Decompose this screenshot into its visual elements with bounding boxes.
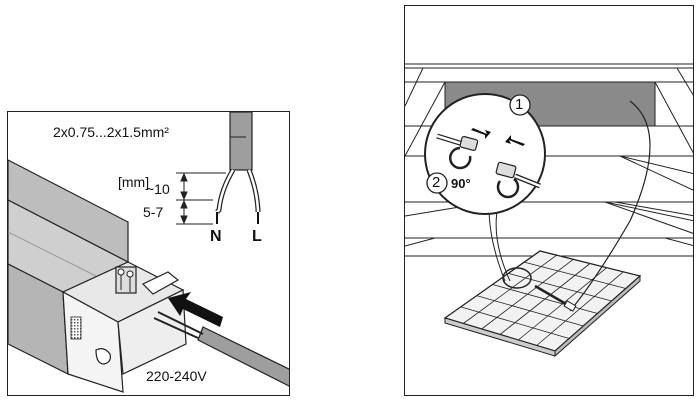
step1-label: 1 [515,96,524,113]
zoom-marker [502,267,532,289]
outer-strip-length: ~10 [146,181,170,197]
push-arrow-left-icon [505,135,525,146]
step2-label: 2 [432,174,441,191]
rotation-label: 90° [451,176,471,191]
dimension-lines [176,172,226,225]
voltage-label: 220-240V [146,368,207,384]
inner-strip-length: 5-7 [143,204,164,220]
wiring-illustration [8,112,289,393]
insert-arrow-icon [168,292,223,327]
wiring-panel: 2x0.75...2x1.5mm² [mm] ~10 5-7 N L 220-2… [7,111,290,396]
stripped-cable [215,112,261,224]
connector-detail [424,93,546,215]
terminal-block [61,261,187,393]
driver-housing [8,159,130,376]
install-panel: 1 2 90° [404,5,694,396]
neutral-label: N [210,228,222,245]
wire-gauge-label: 2x0.75...2x1.5mm² [53,124,169,140]
push-arrow-right-icon [471,128,491,139]
led-panel [443,250,642,358]
mains-cable [153,311,289,387]
unit-label: [mm] [118,174,150,190]
install-illustration [405,63,693,358]
live-label: L [252,228,262,245]
